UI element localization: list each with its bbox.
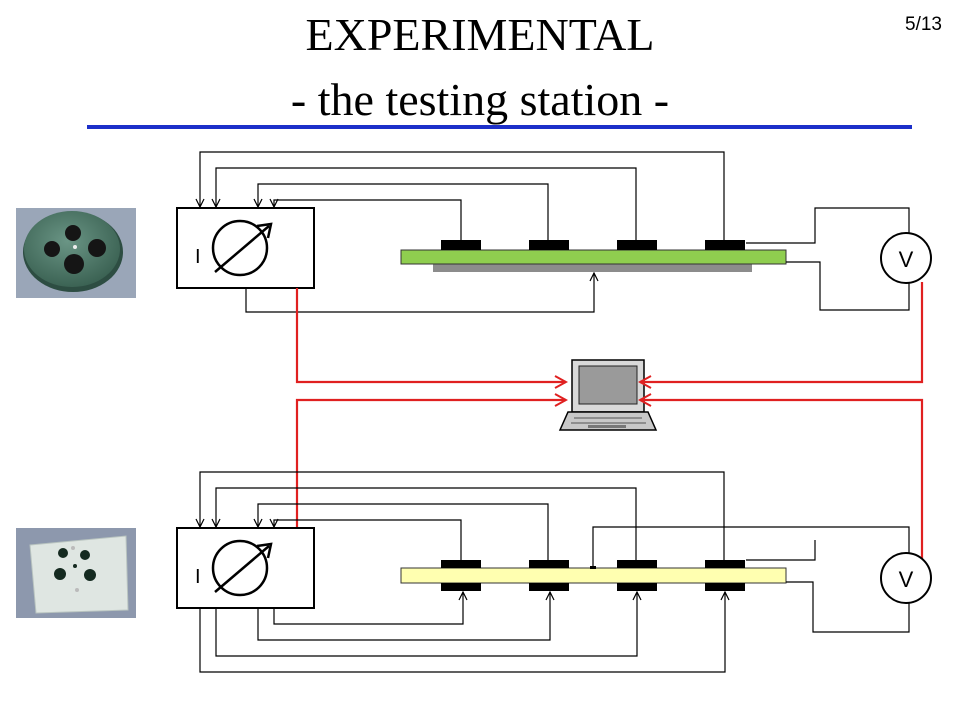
current-source-icon [211,539,269,597]
contact-pad [705,240,745,250]
contact-pad [617,240,657,250]
contact-pad [441,583,481,591]
contact-pad [617,583,657,591]
voltmeter-bottom: V [880,552,932,604]
bottom-circuit: I V [176,471,932,673]
contact-pad [529,240,569,250]
voltmeter-top: V [880,232,932,284]
slide-title-line2: - the testing station - [290,74,670,125]
contact-pad [705,560,745,568]
contact-pad [705,583,745,591]
page-number: 5/13 [905,14,942,35]
contact-pad [441,560,481,568]
current-source-icon [211,219,269,277]
current-source-label: I [195,566,201,588]
slide-title-line1: EXPERIMENTAL [305,9,655,60]
voltmeter-icon [880,552,932,604]
contact-pad [617,560,657,568]
title-underline [87,125,912,129]
green-substrate [400,249,787,265]
contact-pad [529,583,569,591]
current-source-label: I [195,246,201,268]
contact-pad [529,560,569,568]
plate-sample-photo [16,528,136,618]
voltmeter-icon [880,232,932,284]
data-links [295,282,924,560]
laptop-icon [558,359,658,431]
yellow-substrate [400,567,787,584]
top-circuit: I V [176,151,932,313]
support-plate [433,264,752,272]
voltmeter-label: V [899,247,914,272]
contact-pad [441,240,481,250]
current-source-bottom: I [176,527,315,609]
voltmeter-label: V [899,567,914,592]
disc-sample-photo [16,208,136,298]
current-source-top: I [176,207,315,289]
